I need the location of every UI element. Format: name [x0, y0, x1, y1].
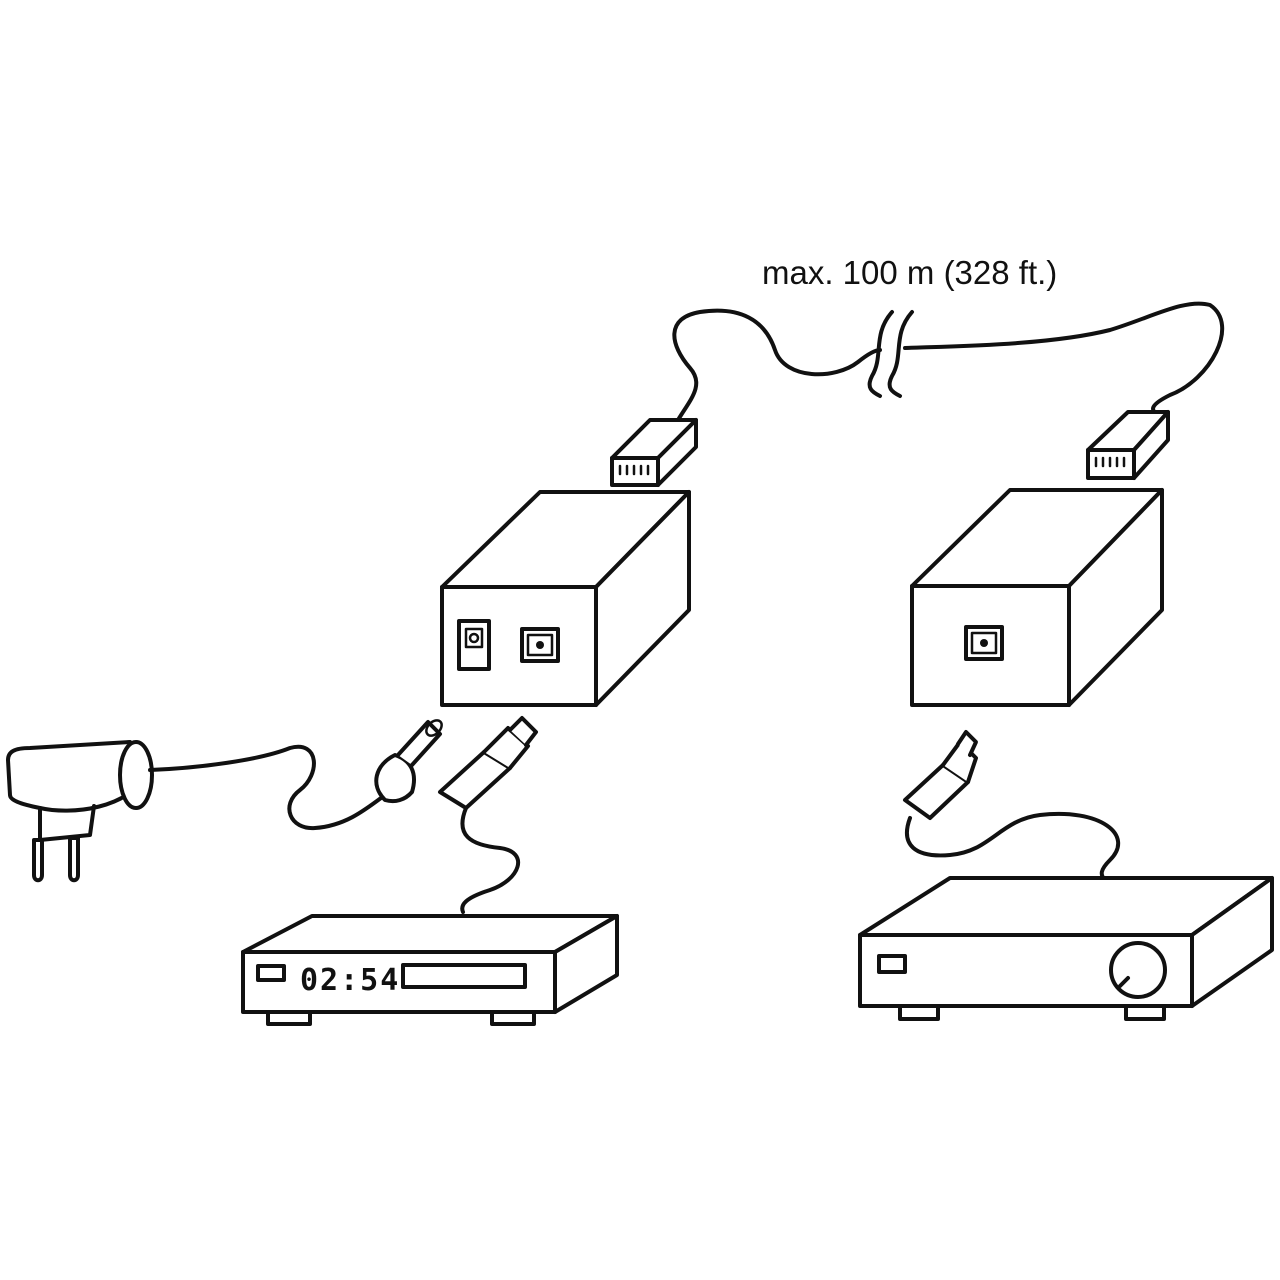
rj45-plug-right [1086, 410, 1170, 480]
media-player: 02:54 [241, 914, 619, 1026]
amplifier-button-icon [877, 954, 907, 974]
transmitter-box [440, 490, 691, 707]
power-socket-icon [457, 619, 491, 671]
network-cable [672, 301, 1225, 422]
dc-power-plug [374, 719, 443, 804]
volume-knob-icon [1109, 941, 1167, 999]
optical-socket-icon [520, 627, 560, 663]
power-adapter [6, 740, 387, 883]
player-display: 02:54 [300, 963, 400, 998]
cable-length-label: max. 100 m (328 ft.) [762, 254, 1057, 291]
cable-break-mark-left [867, 310, 894, 398]
optical-cable-tx [438, 716, 538, 914]
receiver-box [910, 488, 1164, 707]
disc-tray-icon [401, 963, 527, 989]
rj45-plug-left [610, 418, 698, 487]
cable-break-mark-right [887, 310, 914, 398]
optical-socket-icon [964, 625, 1004, 661]
audio-amplifier [858, 876, 1274, 1021]
optical-cable-rx [903, 730, 1121, 882]
player-button-icon [256, 964, 286, 982]
